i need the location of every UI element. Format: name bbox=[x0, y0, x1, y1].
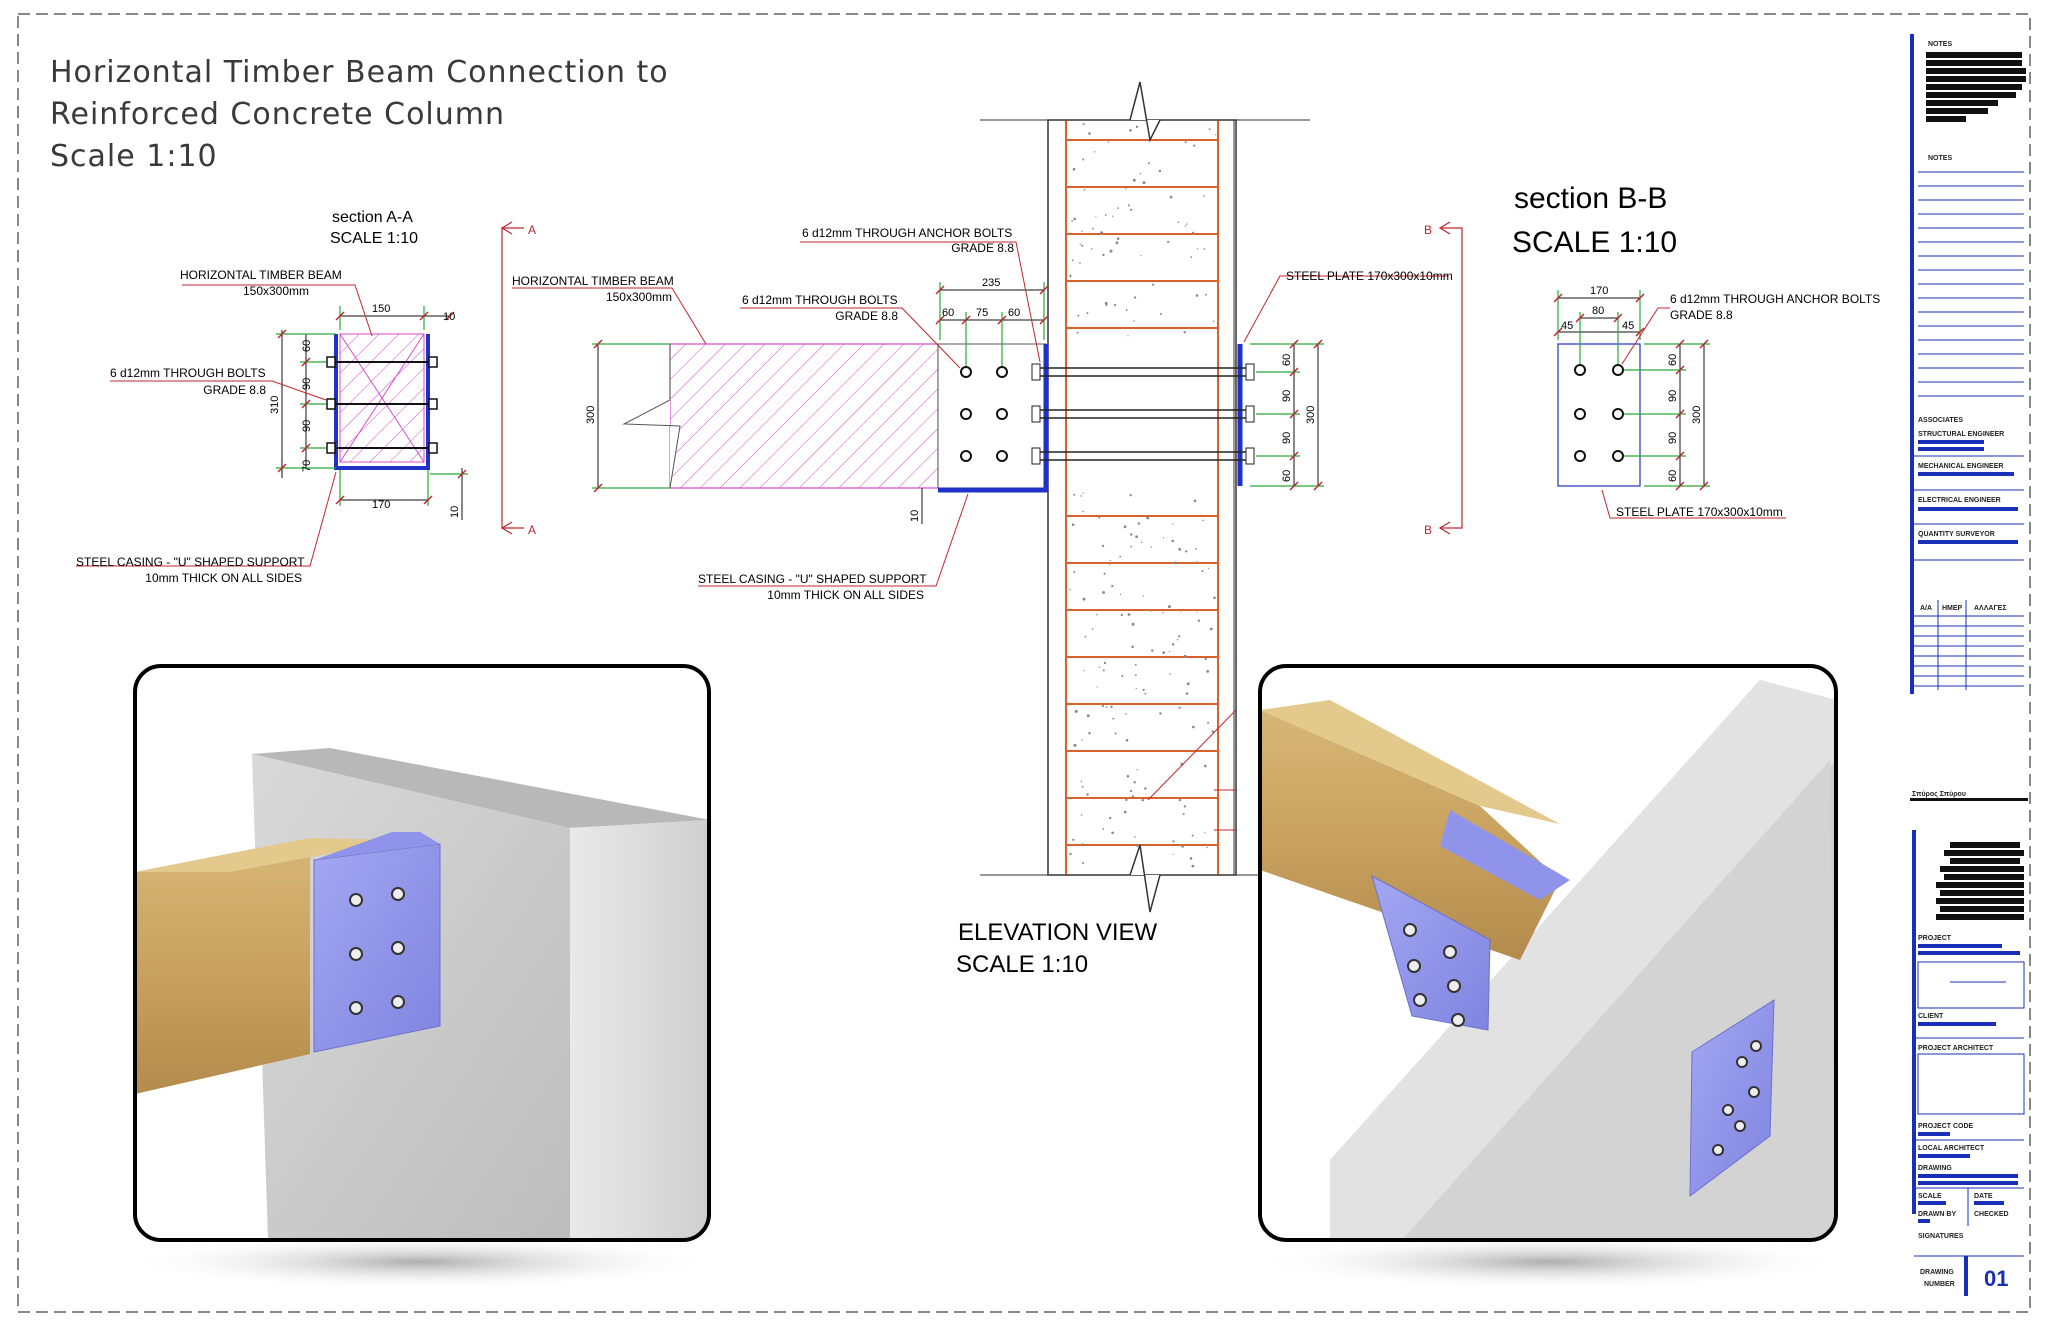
section-bb: section B-B SCALE 1:10 170 bbox=[1512, 182, 1880, 519]
dim-bb-left: 45 bbox=[1561, 320, 1573, 332]
aa-beam-label: HORIZONTAL TIMBER BEAM bbox=[180, 268, 342, 282]
dim-aa-bottom-gap: 10 bbox=[449, 506, 461, 518]
dim-aa-top-width: 150 bbox=[372, 303, 390, 315]
elev-bolts-label: 6 d12mm THROUGH BOLTS bbox=[742, 293, 898, 307]
elev-casing-label: STEEL CASING - "U" SHAPED SUPPORT bbox=[698, 572, 927, 586]
dim-elev-thick: 10 bbox=[909, 510, 921, 522]
tb-electrical: ELECTRICAL ENGINEER bbox=[1918, 497, 2001, 504]
tb-architect: PROJECT ARCHITECT bbox=[1918, 1045, 1994, 1052]
elev-casing-note: 10mm THICK ON ALL SIDES bbox=[767, 588, 924, 602]
elev-beam-label: HORIZONTAL TIMBER BEAM bbox=[512, 274, 674, 288]
marker-b-bottom: B bbox=[1424, 523, 1432, 537]
section-bb-scale: SCALE 1:10 bbox=[1512, 226, 1677, 259]
section-aa: section A-A SCALE 1:10 bbox=[76, 209, 468, 585]
tb-mechanical: MECHANICAL ENGINEER bbox=[1918, 463, 2003, 470]
dim-aa-height: 310 bbox=[269, 396, 281, 414]
title-block: NOTES NOTES ASSOCIATES STRUCTURAL ENGINE… bbox=[1910, 34, 2028, 1296]
marker-b-top: B bbox=[1424, 223, 1432, 237]
tb-notes-1: NOTES bbox=[1928, 41, 1952, 48]
dim-bb-height: 300 bbox=[1691, 406, 1703, 424]
dim-bb-60b: 60 bbox=[1667, 470, 1679, 482]
marker-a-bottom: A bbox=[528, 523, 536, 537]
elevation-heading: ELEVATION VIEW bbox=[958, 919, 1157, 946]
tb-signatures: SIGNATURES bbox=[1918, 1233, 1964, 1240]
bb-plate-label: STEEL PLATE 170x300x10mm bbox=[1616, 505, 1783, 519]
tb-local: LOCAL ARCHITECT bbox=[1918, 1145, 1985, 1152]
dim-aa-60: 60 bbox=[301, 340, 313, 352]
dim-elev-60b: 60 bbox=[1008, 307, 1020, 319]
tb-brand: Σπύρος Σπύρου bbox=[1912, 791, 1966, 798]
title-line-2: Reinforced Concrete Column bbox=[50, 97, 505, 132]
tb-col-aa: A/A bbox=[1920, 605, 1932, 612]
tb-drawn: DRAWN BY bbox=[1918, 1211, 1956, 1218]
dim-elev-total: 235 bbox=[982, 277, 1000, 289]
tb-scale: SCALE bbox=[1918, 1193, 1942, 1200]
dim-bb-inner: 80 bbox=[1592, 305, 1604, 317]
dim-bb-width: 170 bbox=[1590, 285, 1608, 297]
dim-bb-90a: 90 bbox=[1667, 390, 1679, 402]
elev-beam-size: 150x300mm bbox=[606, 290, 672, 304]
tb-client: CLIENT bbox=[1918, 1013, 1944, 1020]
tb-notes-2: NOTES bbox=[1928, 155, 1952, 162]
elev-anchor-label: 6 d12mm THROUGH ANCHOR BOLTS bbox=[802, 226, 1012, 240]
tb-project: PROJECT bbox=[1918, 935, 1952, 942]
dim-bb-90b: 90 bbox=[1667, 432, 1679, 444]
tb-date: DATE bbox=[1974, 1193, 1993, 1200]
dim-aa-90b: 90 bbox=[301, 420, 313, 432]
tb-number-label-1: DRAWING bbox=[1920, 1269, 1954, 1276]
dim-elev-60a: 60 bbox=[942, 307, 954, 319]
dim-elev-75: 75 bbox=[976, 307, 988, 319]
dim-aa-top-gap: 10 bbox=[443, 311, 455, 323]
bb-anchor-grade: GRADE 8.8 bbox=[1670, 308, 1733, 322]
tb-col-changes: ΑΛΛΑΓΕΣ bbox=[1974, 605, 2007, 612]
section-aa-scale: SCALE 1:10 bbox=[330, 230, 418, 247]
section-aa-heading: section A-A bbox=[332, 209, 413, 226]
bb-anchor-label: 6 d12mm THROUGH ANCHOR BOLTS bbox=[1670, 292, 1880, 306]
elevation-scale: SCALE 1:10 bbox=[956, 951, 1088, 978]
aa-beam-size: 150x300mm bbox=[243, 284, 309, 298]
aa-casing-label: STEEL CASING - "U" SHAPED SUPPORT bbox=[76, 555, 305, 569]
aa-casing-note: 10mm THICK ON ALL SIDES bbox=[145, 571, 302, 585]
dim-elev-r90a: 90 bbox=[1281, 390, 1293, 402]
drawing-title: Horizontal Timber Beam Connection to Rei… bbox=[50, 55, 669, 174]
dim-aa-90a: 90 bbox=[301, 378, 313, 390]
elev-bolts-grade: GRADE 8.8 bbox=[835, 309, 898, 323]
tb-code: PROJECT CODE bbox=[1918, 1123, 1974, 1130]
aa-bolts-grade: GRADE 8.8 bbox=[203, 383, 266, 397]
dim-elev-r60b: 60 bbox=[1281, 470, 1293, 482]
tb-number-label-2: NUMBER bbox=[1924, 1281, 1955, 1288]
tb-checked: CHECKED bbox=[1974, 1211, 2009, 1218]
dim-aa-70: 70 bbox=[301, 460, 313, 472]
dim-aa-bottom-width: 170 bbox=[372, 499, 390, 511]
aa-bolts-label: 6 d12mm THROUGH BOLTS bbox=[110, 366, 266, 380]
tb-drawing: DRAWING bbox=[1918, 1165, 1952, 1172]
tb-quantity: QUANTITY SURVEYOR bbox=[1918, 531, 1995, 538]
dim-elev-height: 300 bbox=[585, 406, 597, 424]
elev-plate-label: STEEL PLATE 170x300x10mm bbox=[1286, 269, 1453, 283]
drawing-number: 01 bbox=[1984, 1266, 2008, 1291]
section-bb-heading: section B-B bbox=[1514, 182, 1667, 215]
marker-a-top: A bbox=[528, 223, 536, 237]
title-line-1: Horizontal Timber Beam Connection to bbox=[50, 55, 669, 90]
dim-bb-right: 45 bbox=[1622, 320, 1634, 332]
dim-elev-r90b: 90 bbox=[1281, 432, 1293, 444]
tb-associates: ASSOCIATES bbox=[1918, 417, 1963, 424]
render-view-left bbox=[120, 664, 720, 1290]
tb-col-date: ΗΜΕΡ bbox=[1942, 605, 1963, 612]
elevation-view: A A B B bbox=[500, 81, 1463, 978]
title-line-3: Scale 1:10 bbox=[50, 139, 218, 174]
dim-elev-r60a: 60 bbox=[1281, 354, 1293, 366]
tb-structural: STRUCTURAL ENGINEER bbox=[1918, 431, 2004, 438]
dim-elev-r300: 300 bbox=[1305, 406, 1317, 424]
render-view-right bbox=[1250, 664, 1850, 1290]
dim-bb-60a: 60 bbox=[1667, 354, 1679, 366]
elev-anchor-grade: GRADE 8.8 bbox=[951, 241, 1014, 255]
